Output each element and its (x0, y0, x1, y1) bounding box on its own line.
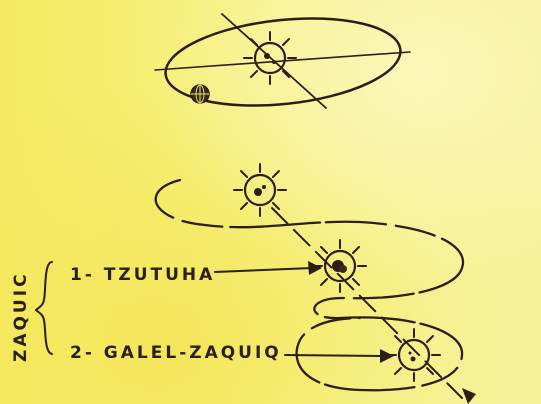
sun-icon-2 (314, 240, 366, 292)
side-brace (36, 262, 52, 354)
item-1-arrowhead-icon (308, 261, 322, 275)
sun-icon-1 (234, 164, 286, 216)
side-label: ZAQUIC (11, 271, 31, 362)
top-orbit-panel (155, 8, 410, 116)
planet-icon (191, 85, 209, 103)
sun-icon-3 (388, 329, 440, 381)
item-2-arrowhead-icon (380, 349, 394, 363)
side-label-group: ZAQUIC (11, 262, 52, 362)
axis-arrowhead-icon (462, 388, 476, 404)
item-1-arrow-line (215, 268, 312, 272)
item-1: 1- TZUTUHA (70, 261, 322, 285)
item-2: 2- GALEL-ZAQUIQ (70, 343, 394, 363)
item-1-label: 1- TZUTUHA (70, 265, 215, 285)
item-2-arrow-line (285, 355, 382, 356)
item-2-label: 2- GALEL-ZAQUIQ (70, 343, 282, 363)
